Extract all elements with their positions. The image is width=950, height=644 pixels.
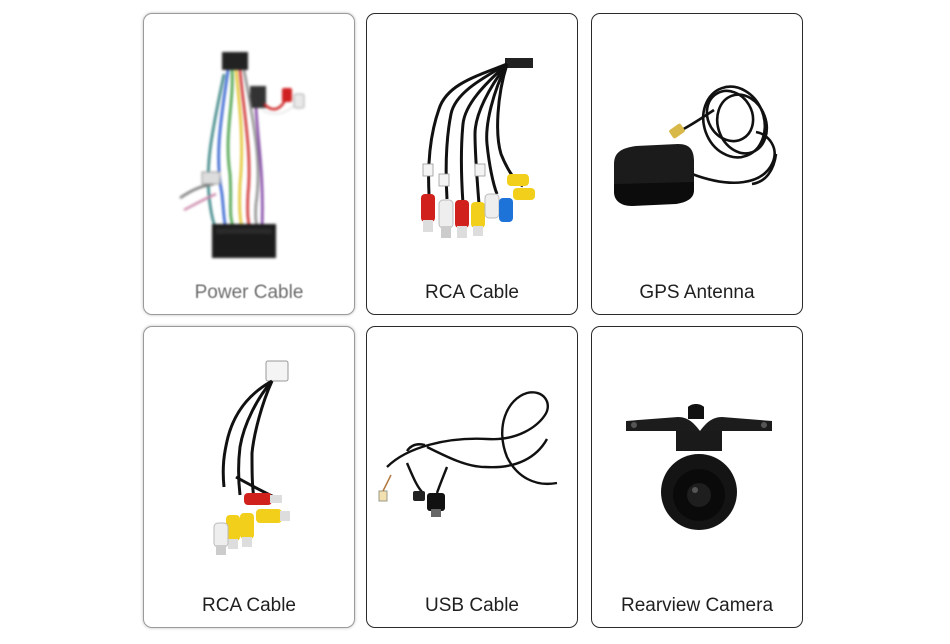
product-card-rca-cable[interactable]: RCA Cable xyxy=(366,13,578,315)
rearview-camera-icon xyxy=(592,327,802,582)
product-card-gps-antenna[interactable]: GPS Antenna xyxy=(591,13,803,315)
product-label: RCA Cable xyxy=(425,282,519,303)
product-label: GPS Antenna xyxy=(639,282,755,303)
product-card-power-cable[interactable]: Power Cable xyxy=(143,13,355,315)
usb-cable-icon xyxy=(367,327,577,582)
power-cable-harness-icon xyxy=(144,14,354,269)
rca-cable-icon xyxy=(144,327,354,582)
product-label: RCA Cable xyxy=(202,595,296,616)
product-label: Power Cable xyxy=(194,282,304,303)
rca-cable-icon xyxy=(367,14,577,269)
product-label: Rearview Camera xyxy=(620,595,774,616)
product-card-usb-cable[interactable]: USB Cable xyxy=(366,326,578,628)
gps-antenna-icon xyxy=(592,14,802,269)
product-card-rca-cable-2[interactable]: RCA Cable xyxy=(143,326,355,628)
product-label: USB Cable xyxy=(425,595,519,616)
product-card-rearview-camera[interactable]: Rearview Camera xyxy=(591,326,803,628)
